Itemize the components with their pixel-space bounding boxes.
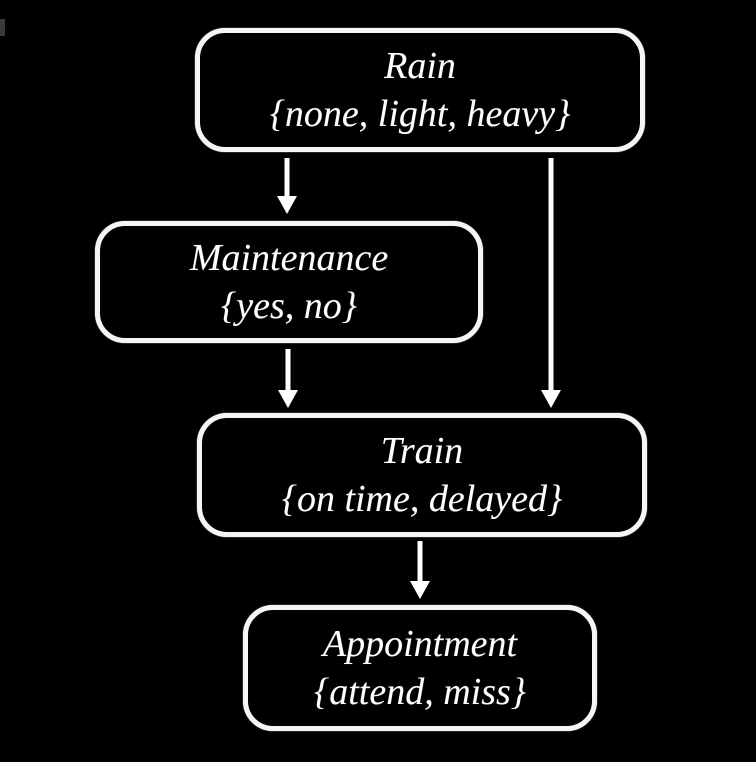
arrow-rain-to-maintenance [277, 158, 297, 214]
node-rain-label: Rain [384, 45, 456, 87]
edge-artifact [0, 19, 5, 36]
node-train: Train {on time, delayed} [197, 413, 647, 537]
node-appointment-values: {attend, miss} [314, 671, 526, 713]
arrow-maintenance-to-train [278, 349, 298, 408]
arrow-train-to-appointment [410, 541, 430, 599]
arrow-rain-to-train [541, 158, 561, 408]
node-appointment-label: Appointment [322, 623, 518, 665]
node-maintenance: Maintenance {yes, no} [95, 221, 483, 343]
node-train-values: {on time, delayed} [281, 478, 563, 520]
node-train-label: Train [380, 430, 464, 472]
node-appointment: Appointment {attend, miss} [243, 605, 597, 731]
node-maintenance-label: Maintenance [189, 237, 389, 279]
node-rain: Rain {none, light, heavy} [195, 28, 645, 152]
node-rain-values: {none, light, heavy} [269, 93, 571, 135]
node-maintenance-values: {yes, no} [221, 285, 357, 327]
